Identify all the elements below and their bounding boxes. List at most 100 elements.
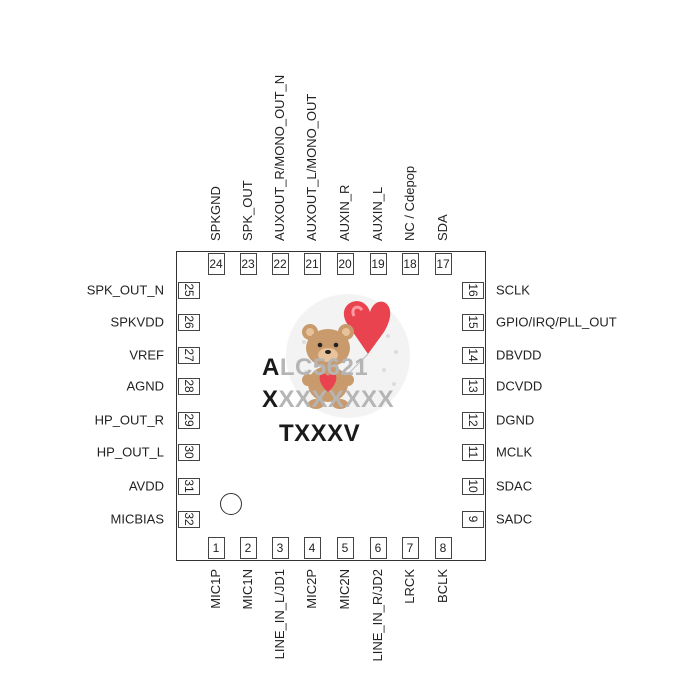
pin-number: 25 xyxy=(182,283,196,297)
pin1-indicator-circle xyxy=(220,493,242,515)
chip-marking-line3: TXXXV xyxy=(279,420,360,448)
pin-number: 4 xyxy=(308,541,316,555)
pin-number: 8 xyxy=(439,541,447,555)
pin-number: 5 xyxy=(341,541,349,555)
pin-number: 1 xyxy=(212,541,220,555)
pin-label-30: HP_OUT_L xyxy=(96,444,164,460)
pin-number: 30 xyxy=(182,445,196,459)
pin-pad-5: 5 xyxy=(336,537,354,559)
pin-number: 23 xyxy=(241,257,255,271)
pin-pad-29: 29 xyxy=(178,411,200,429)
pin-pad-1: 1 xyxy=(207,537,225,559)
pin-label-32: MICBIAS xyxy=(110,511,164,527)
pin-pad-4: 4 xyxy=(303,537,321,559)
pin-label-28: AGND xyxy=(126,378,164,394)
pin-label-9: SADC xyxy=(496,511,533,527)
marking-line2-dark: X xyxy=(262,386,279,413)
pin-label-7: LRCK xyxy=(402,569,417,604)
pin-pad-26: 26 xyxy=(178,313,200,331)
pin-number: 10 xyxy=(466,479,480,493)
pin-label-8: BCLK xyxy=(435,569,450,603)
pin-pad-3: 3 xyxy=(271,537,289,559)
pin-number: 24 xyxy=(209,257,223,271)
pin-pad-30: 30 xyxy=(178,443,200,461)
pin-pad-13: 13 xyxy=(462,377,484,395)
chip-marking-line1: ALC5621 xyxy=(262,354,368,382)
pin-number: 28 xyxy=(182,379,196,393)
pin-label-18: NC / Cdepop xyxy=(402,165,417,241)
pin-number: 32 xyxy=(182,512,196,526)
pin-pad-2: 2 xyxy=(239,537,257,559)
pin-number: 3 xyxy=(276,541,284,555)
pin-pad-19: 19 xyxy=(369,253,387,275)
pin-label-24: SPKGND xyxy=(208,186,223,241)
pin-label-4: MIC2P xyxy=(304,569,319,609)
pin-label-22: AUXOUT_R/MONO_OUT_N xyxy=(272,74,287,241)
pin-pad-17: 17 xyxy=(434,253,452,275)
marking-line2-light: XXXXXXX xyxy=(278,386,395,413)
pin-number: 7 xyxy=(406,541,414,555)
pin-pad-14: 14 xyxy=(462,346,484,364)
pin-number: 6 xyxy=(374,541,382,555)
pin-pad-7: 7 xyxy=(401,537,419,559)
pin-pad-15: 15 xyxy=(462,313,484,331)
pin-label-27: VREF xyxy=(129,347,164,363)
pin-label-25: SPK_OUT_N xyxy=(86,282,164,298)
pin-number: 19 xyxy=(371,257,385,271)
pin-number: 14 xyxy=(466,348,480,362)
pin-number: 9 xyxy=(466,515,480,523)
pin-pad-6: 6 xyxy=(369,537,387,559)
pin-pad-12: 12 xyxy=(462,411,484,429)
pin-number: 12 xyxy=(466,413,480,427)
pin-pad-10: 10 xyxy=(462,477,484,495)
pin-pad-25: 25 xyxy=(178,281,200,299)
pin-pad-11: 11 xyxy=(462,443,484,461)
pin-label-16: SCLK xyxy=(496,282,530,298)
pin-number: 22 xyxy=(273,257,287,271)
pin-label-10: SDAC xyxy=(496,478,533,494)
pin-number: 20 xyxy=(338,257,352,271)
pin-label-19: AUXIN_L xyxy=(370,186,385,241)
pin-pad-16: 16 xyxy=(462,281,484,299)
pin-label-26: SPKVDD xyxy=(110,314,164,330)
pin-pad-20: 20 xyxy=(336,253,354,275)
pin-label-15: GPIO/IRQ/PLL_OUT xyxy=(496,314,617,330)
marking-line3: TXXXV xyxy=(279,420,361,447)
pin-pad-21: 21 xyxy=(303,253,321,275)
pin-number: 27 xyxy=(182,348,196,362)
pin-number: 16 xyxy=(466,283,480,297)
pin-label-21: AUXOUT_L/MONO_OUT xyxy=(304,93,319,241)
pin-label-20: AUXIN_R xyxy=(337,184,352,241)
pin-number: 31 xyxy=(182,479,196,493)
pin-number: 11 xyxy=(466,445,480,459)
pin-number: 15 xyxy=(466,315,480,329)
pin-label-13: DCVDD xyxy=(496,378,543,394)
pin-number: 26 xyxy=(182,315,196,329)
pin-label-6: LINE_IN_R/JD2 xyxy=(370,569,385,662)
pin-label-3: LINE_IN_L/JD1 xyxy=(272,569,287,660)
marking-line1-light: LC5621 xyxy=(279,354,369,381)
pin-label-1: MIC1P xyxy=(208,569,223,609)
pin-label-23: SPK_OUT xyxy=(240,180,255,241)
marking-line1-dark: A xyxy=(262,354,280,381)
pin-pad-22: 22 xyxy=(271,253,289,275)
pin-label-12: DGND xyxy=(496,412,535,428)
pin-pad-24: 24 xyxy=(207,253,225,275)
pin-number: 13 xyxy=(466,379,480,393)
pin-number: 2 xyxy=(244,541,252,555)
pin-pad-32: 32 xyxy=(178,510,200,528)
pin-pad-18: 18 xyxy=(401,253,419,275)
pin-label-2: MIC1N xyxy=(240,569,255,610)
pin-pad-31: 31 xyxy=(178,477,200,495)
pin-number: 17 xyxy=(436,257,450,271)
pin-number: 29 xyxy=(182,413,196,427)
pin-label-31: AVDD xyxy=(128,478,164,494)
pin-number: 21 xyxy=(305,257,319,271)
chip-marking-line2: XXXXXXXX xyxy=(262,386,394,414)
pin-label-11: MCLK xyxy=(496,444,533,460)
pin-label-14: DBVDD xyxy=(496,347,542,363)
pin-pad-27: 27 xyxy=(178,346,200,364)
pin-label-5: MIC2N xyxy=(337,569,352,610)
pin-label-29: HP_OUT_R xyxy=(94,412,164,428)
pin-pad-9: 9 xyxy=(462,510,484,528)
